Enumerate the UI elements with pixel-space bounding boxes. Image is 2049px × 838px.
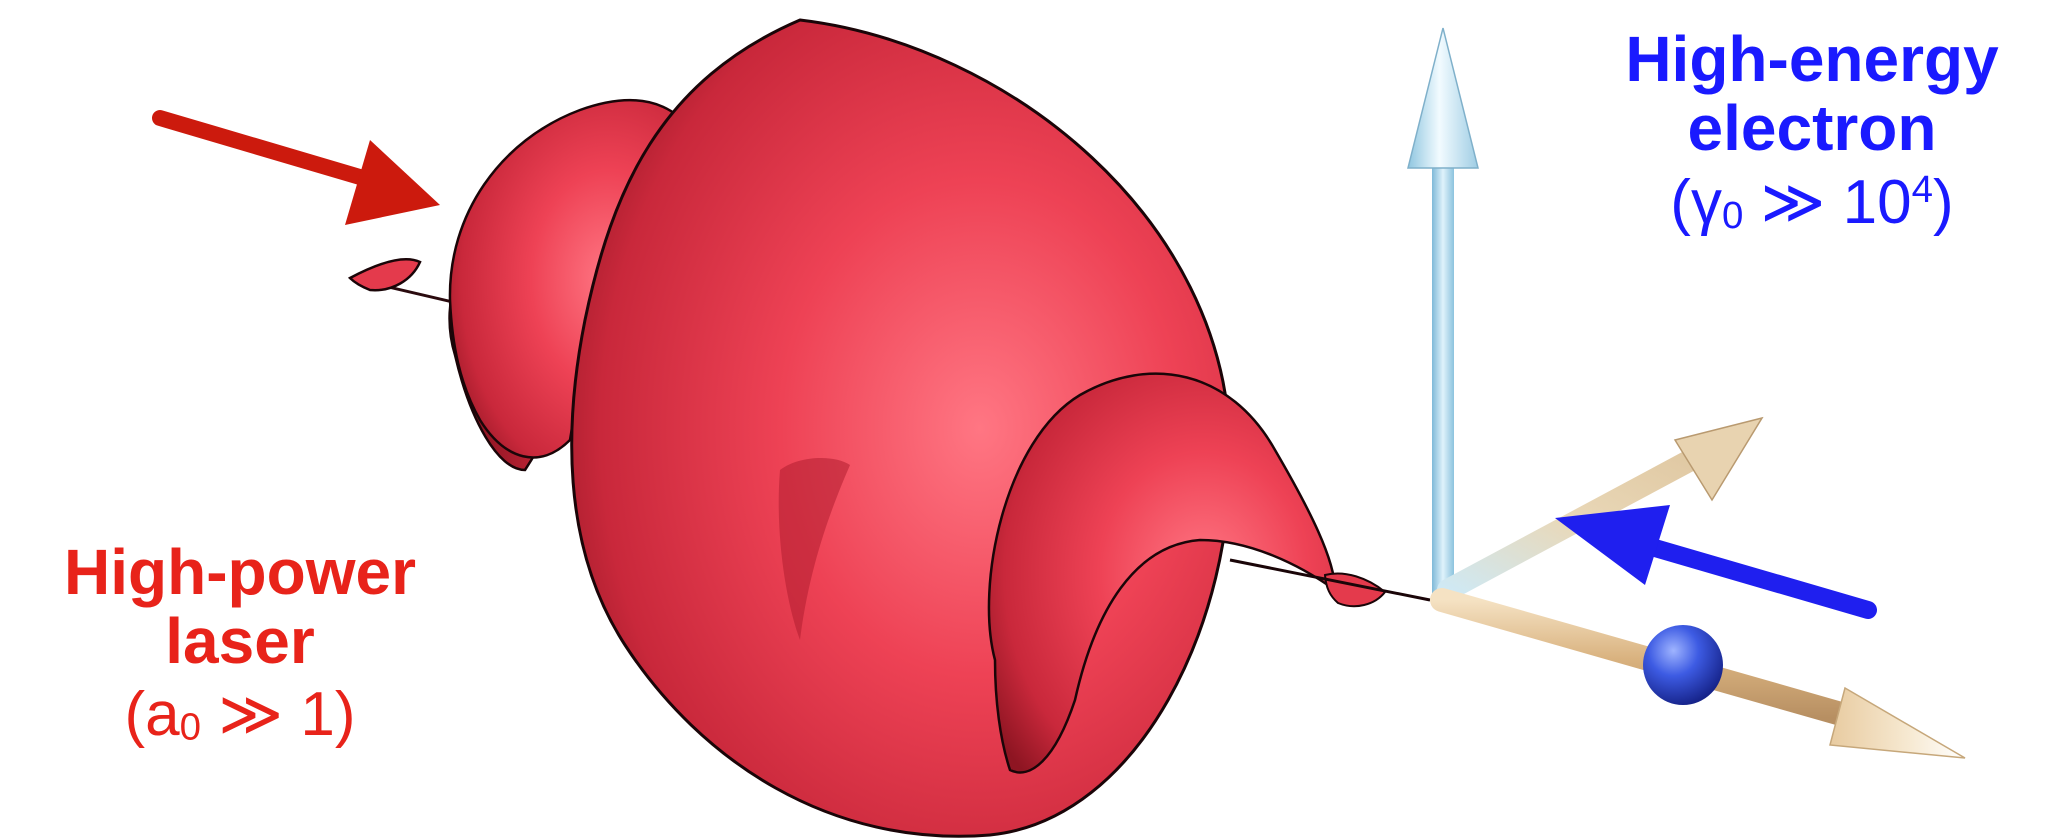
wave-lobe-small-left — [350, 259, 420, 290]
laser-title-line1: High-power — [20, 538, 460, 607]
laser-parameter: (a0 ≫ 1) — [20, 682, 460, 749]
electron-title-line1: High-energy — [1575, 25, 2049, 94]
electron-parameter: (γ0 ≫ 104) — [1575, 169, 2049, 237]
laser-title-line2: laser — [20, 607, 460, 676]
axis-vertical-tip-icon — [1408, 28, 1478, 168]
electron-label: High-energy electron (γ0 ≫ 104) — [1575, 25, 2049, 237]
electron-direction-arrow-icon — [1555, 505, 1868, 610]
axis-horizontal-tip-icon — [1830, 688, 1965, 758]
laser-label: High-power laser (a0 ≫ 1) — [20, 538, 460, 749]
axis-vertical — [1432, 155, 1454, 600]
axis-diagonal-tip-icon — [1675, 418, 1762, 500]
electron-sphere-icon — [1643, 625, 1723, 705]
laser-direction-arrow-icon — [160, 118, 440, 225]
electron-title-line2: electron — [1575, 94, 2049, 163]
